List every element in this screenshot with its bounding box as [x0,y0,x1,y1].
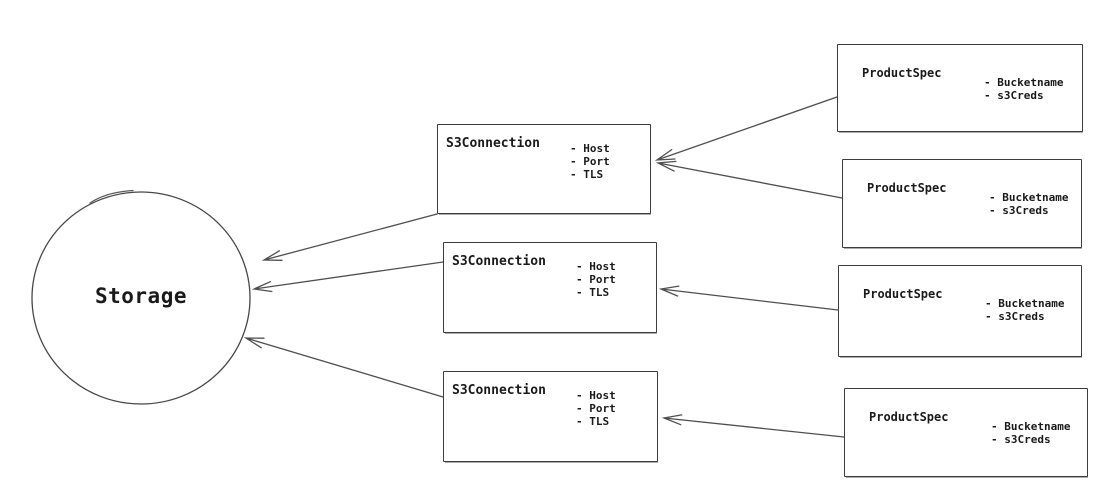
productspec-box-4: ProductSpec - Bucketname - s3Creds [844,388,1088,477]
s3connection-2-title: S3Connection [452,254,546,269]
s3connection-1-title: S3Connection [446,136,540,151]
arrow-s3connection2-to-storage [251,261,444,293]
attr-s3creds: - s3Creds [985,310,1045,323]
productspec-2-title: ProductSpec [867,181,947,195]
s3connection-box-2: S3Connection - Host - Port - TLS [443,242,657,333]
s3connection-box-1: S3Connection - Host - Port - TLS [437,124,651,214]
productspec-box-3: ProductSpec - Bucketname - s3Creds [838,265,1082,357]
productspec-box-1: ProductSpec - Bucketname - s3Creds [837,44,1083,132]
attr-port: - Port [576,273,616,286]
attr-port: - Port [576,402,616,415]
s3connection-3-attrs: - Host - Port - TLS [576,389,616,428]
attr-s3creds: - s3Creds [991,433,1051,446]
attr-host: - Host [576,260,616,273]
attr-host: - Host [576,389,616,402]
arrow-productspec1-to-s3connection1 [654,96,838,161]
productspec-4-title: ProductSpec [869,410,949,424]
productspec-1-title: ProductSpec [862,66,942,80]
attr-tls: - TLS [576,286,610,299]
attr-s3creds: - s3Creds [984,89,1044,102]
attr-tls: - TLS [570,168,604,181]
attr-bucketname: - Bucketname [989,191,1069,204]
attr-bucketname: - Bucketname [985,297,1065,310]
s3connection-box-3: S3Connection - Host - Port - TLS [443,371,658,462]
attr-tls: - TLS [576,415,610,428]
s3connection-1-attrs: - Host - Port - TLS [570,142,610,181]
storage-node-label: Storage [94,284,187,308]
productspec-2-attrs: - Bucketname - s3Creds [989,191,1068,217]
attr-bucketname: - Bucketname [984,76,1064,89]
arrow-s3connection1-to-storage [261,213,438,261]
arrow-s3connection3-to-storage [243,337,444,398]
attr-s3creds: - s3Creds [989,204,1049,217]
productspec-3-attrs: - Bucketname - s3Creds [985,297,1064,323]
s3connection-2-attrs: - Host - Port - TLS [576,260,616,299]
productspec-3-title: ProductSpec [863,287,943,301]
arrow-productspec2-to-s3connection1 [655,160,843,199]
productspec-1-attrs: - Bucketname - s3Creds [984,76,1063,102]
arrow-productspec3-to-s3connection2 [658,285,839,311]
storage-circle [31,189,251,405]
attr-host: - Host [570,142,610,155]
s3connection-3-title: S3Connection [452,383,546,398]
attr-port: - Port [570,155,610,168]
attr-bucketname: - Bucketname [991,420,1071,433]
arrow-productspec4-to-s3connection3 [661,414,845,438]
productspec-4-attrs: - Bucketname - s3Creds [991,420,1070,446]
productspec-box-2: ProductSpec - Bucketname - s3Creds [842,159,1082,248]
